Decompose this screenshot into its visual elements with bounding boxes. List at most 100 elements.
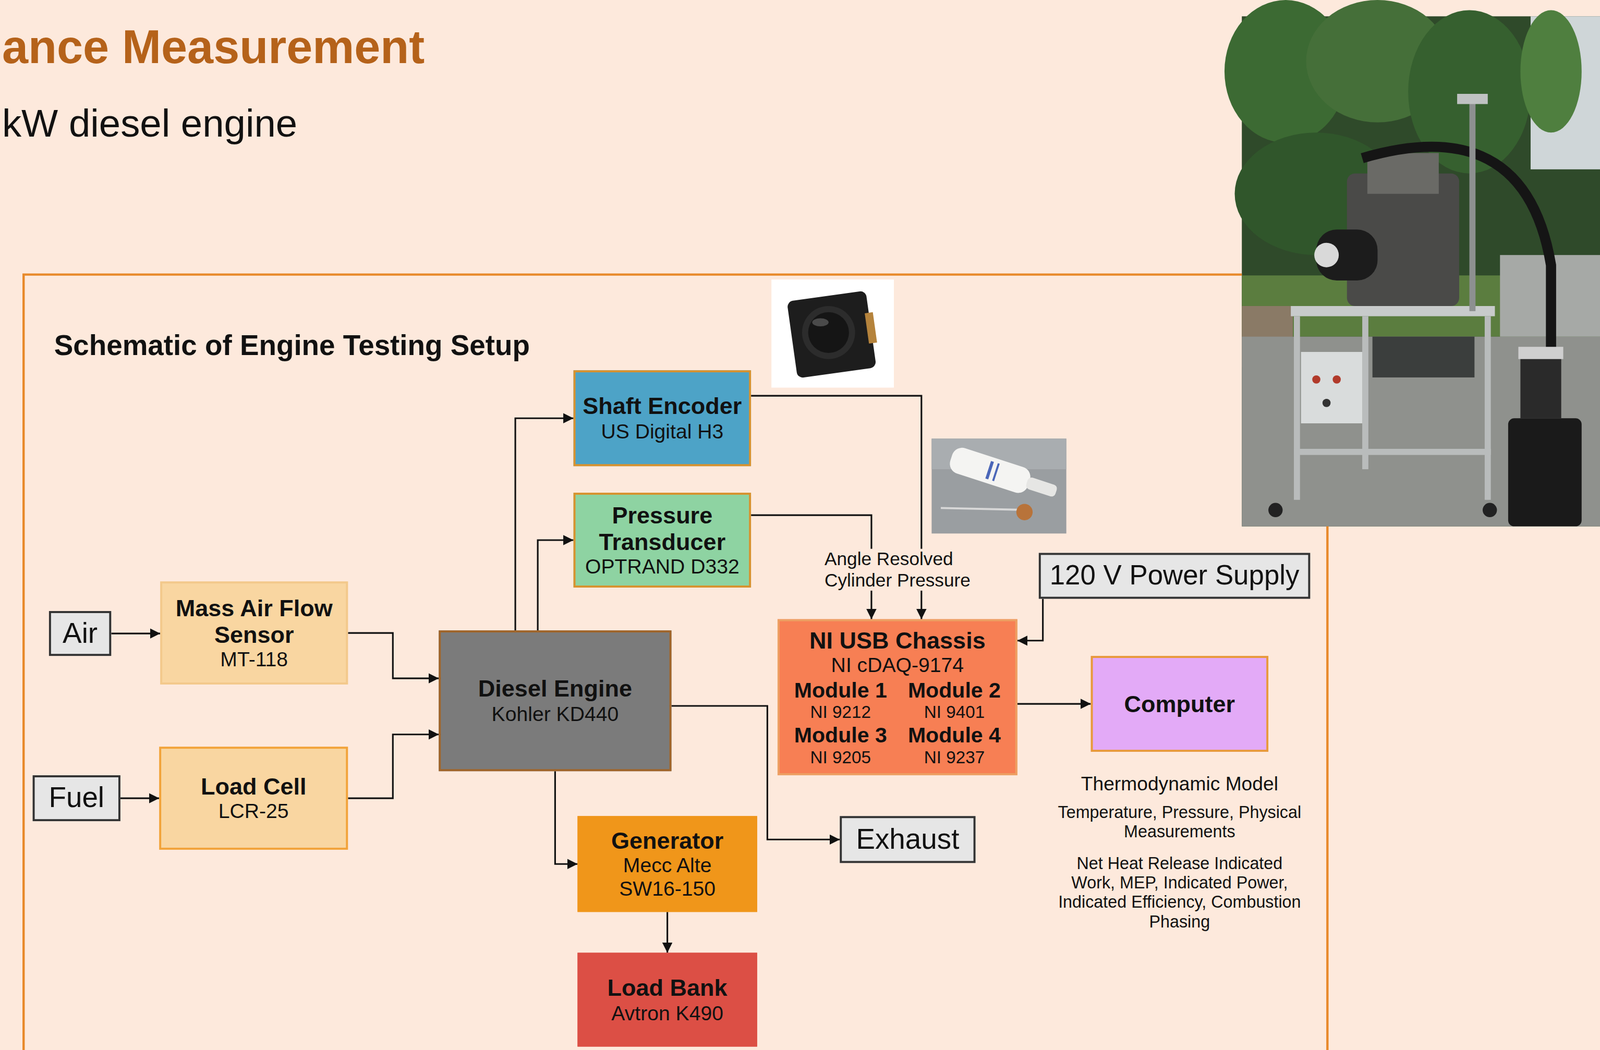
connector-arrow [537,540,574,631]
box-heading: Fuel [40,782,113,816]
engine-photo-part [1518,346,1563,359]
engine-photo-part [1367,152,1439,194]
connector-arrow [666,912,669,953]
box-content: Mass Air Flow SensorMT-118 [168,594,341,672]
generator-box: GeneratorMecc Alte SW16-150 [577,816,757,913]
box-heading: Mass Air Flow Sensor [168,594,341,649]
subtitle: kW diesel engine [2,102,298,147]
engine-photo-part [1332,375,1341,384]
io-box: 120 V Power Supply [1038,552,1311,599]
connector-arrow [554,771,578,865]
module-name: Module 3 [785,723,896,748]
module-name: Module 4 [899,723,1010,748]
box-heading: NI USB Chassis [785,627,1010,655]
transducer-photo-part [931,438,1066,534]
connector-arrow [1017,703,1092,706]
encoder-photo-part-part [864,312,878,344]
box-content: Exhaust [847,823,968,857]
transducer-photo-part-part [985,461,994,480]
box-content: Air [57,617,104,651]
module-name: Module 2 [899,678,1010,703]
module-model: NI 9212 [785,702,896,723]
box-heading: Air [57,617,104,651]
engine-photo-part [1484,316,1492,501]
daq-box: NI USB ChassisNI cDAQ-9174Module 1NI 921… [777,619,1018,776]
module-model: NI 9237 [899,747,1010,768]
engine-photo-part [1508,418,1582,527]
box-content: Pressure TransducerOPTRAND D332 [581,501,743,579]
transducer-photo-part [1016,504,1033,521]
box-content: Computer [1098,690,1260,718]
engine-photo-part [1372,336,1475,378]
engine-photo-part [1293,449,1492,456]
engine-photo-part [1314,243,1339,268]
load-bank-box: Load BankAvtron K490 [577,952,757,1047]
encoder-photo-part [811,318,829,327]
module-cell: Module 2NI 9401 [899,678,1010,723]
module-cell: Module 3NI 9205 [785,723,896,768]
box-content: Fuel [40,782,113,816]
computer-box: Computer [1091,656,1269,753]
module-model: NI 9205 [785,747,896,768]
annotation-text: Net Heat Release Indicated Work, MEP, In… [1057,854,1303,932]
box-heading: Load Bank [585,974,749,1002]
sensor-box: Shaft EncoderUS Digital H3 [573,370,751,467]
engine-photo-part [1520,10,1582,133]
box-heading: Diesel Engine [446,675,664,703]
module-name: Module 1 [785,678,896,703]
engine-photo-part [1457,93,1488,105]
transducer-photo [931,438,1066,534]
box-heading: Computer [1098,690,1260,718]
box-content: Diesel EngineKohler KD440 [446,675,664,727]
box-subtext: NI cDAQ-9174 [785,653,1010,678]
module-cell: Module 1NI 9212 [785,678,896,723]
box-content: NI USB ChassisNI cDAQ-9174Module 1NI 921… [785,627,1010,769]
transducer-photo-part [947,445,1061,505]
engine-photo-part [1322,398,1331,408]
transducer-photo-part-part [1025,476,1059,498]
box-heading: Shaft Encoder [581,393,743,421]
encoder-photo-part [786,289,881,379]
box-content: Shaft EncoderUS Digital H3 [581,393,743,444]
connector-arrow [120,797,160,800]
encoder-photo [771,279,894,388]
engine-photo-part [1293,316,1301,501]
box-subtext: Mecc Alte SW16-150 [600,854,734,902]
engine-photo [1224,0,1600,527]
connector-arrow [1017,599,1044,641]
box-subtext: Avtron K490 [585,1001,749,1026]
box-subtext: OPTRAND D332 [581,555,743,579]
io-box: Exhaust [839,816,976,864]
engine-box: Diesel EngineKohler KD440 [438,630,672,772]
engine-photo-part [1268,503,1283,518]
engine-photo-part [1482,503,1497,518]
panel-heading: Schematic of Engine Testing Setup [54,329,530,363]
schematic-panel: Schematic of Engine Testing SetupShaft E… [22,273,1329,1050]
encoder-photo-part [771,279,894,388]
box-content: GeneratorMecc Alte SW16-150 [585,827,749,902]
box-heading: Generator [585,827,749,855]
box-content: Load CellLCR-25 [167,773,341,824]
engine-photo-part [1301,352,1363,424]
encoder-photo-part [802,306,856,360]
box-content: 120 V Power Supply [1047,560,1303,592]
encoder-photo-part-part [786,290,877,379]
module-grid: Module 1NI 9212Module 2NI 9401Module 3NI… [785,678,1010,768]
signal-label: Angle Resolved Cylinder Pressure [822,549,990,592]
box-heading: 120 V Power Supply [1047,560,1303,592]
sensor-box: Pressure TransducerOPTRAND D332 [573,492,751,588]
panel-outline [23,274,1328,1050]
connector-arrow [347,734,439,799]
engine-photo-part [1469,97,1476,312]
connector-arrow [515,418,574,631]
engine-photo-part [1290,306,1495,317]
box-subtext: US Digital H3 [581,420,743,444]
module-model: NI 9401 [899,702,1010,723]
io-box: Air [49,611,112,657]
engine-photo-part [1312,375,1321,384]
annotation-text: Thermodynamic Model [1050,773,1308,796]
transducer-photo-part-part [991,463,1000,482]
